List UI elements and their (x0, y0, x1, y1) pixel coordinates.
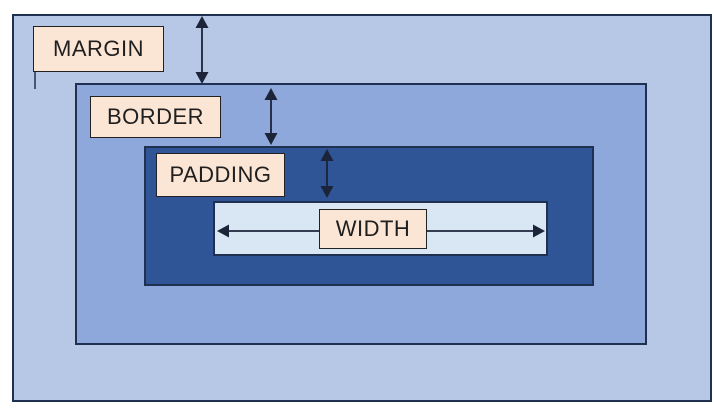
padding-label-text: PADDING (169, 162, 272, 187)
content-area: WIDTH (213, 201, 548, 256)
border-label: BORDER (90, 96, 221, 138)
margin-label-text: MARGIN (53, 36, 144, 61)
margin-area: MARGIN BORDER PADDING WIDTH (12, 14, 712, 402)
width-label-text: WIDTH (335, 216, 411, 241)
border-area: BORDER PADDING WIDTH (75, 83, 647, 345)
margin-label: MARGIN (33, 26, 164, 72)
width-label: WIDTH (319, 209, 427, 249)
padding-area: PADDING WIDTH (144, 146, 594, 286)
padding-label: PADDING (156, 153, 285, 197)
border-label-text: BORDER (106, 104, 205, 129)
